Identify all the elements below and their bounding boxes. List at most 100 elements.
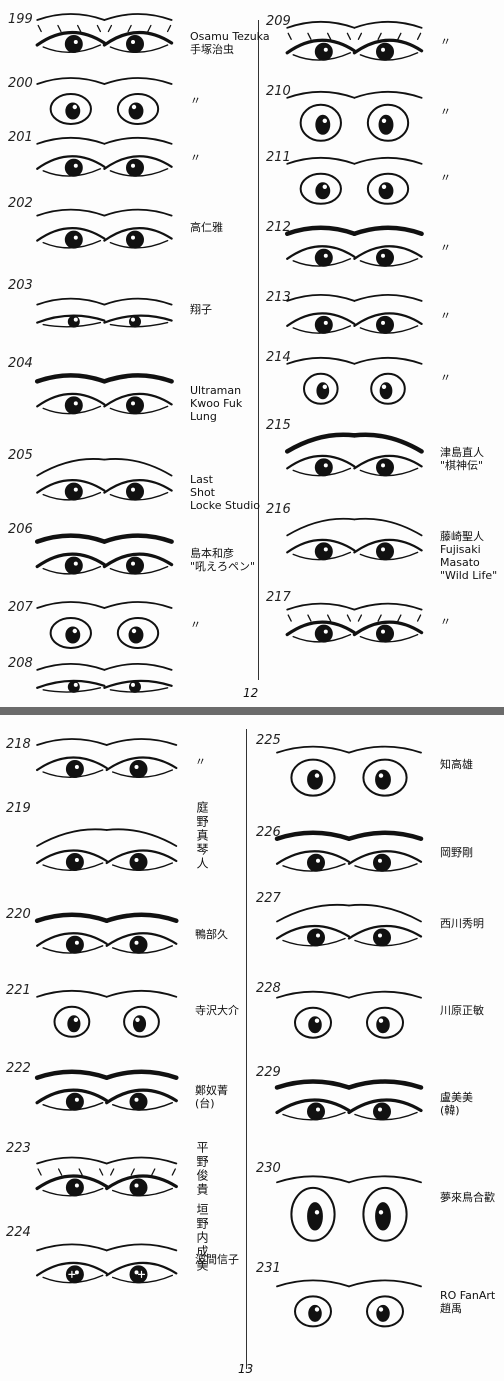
eye-sketch-pair xyxy=(36,208,173,249)
sketch-number: 213 xyxy=(266,290,291,305)
right-eye-icon xyxy=(105,828,178,871)
right-eye-icon xyxy=(103,136,173,177)
right-eye-icon xyxy=(103,663,173,693)
page-separator xyxy=(0,707,504,715)
right-eye-icon xyxy=(347,904,423,947)
left-eye-icon xyxy=(276,745,350,797)
right-eye-icon xyxy=(352,225,424,267)
left-eye-icon xyxy=(286,517,356,561)
artist-credit: 夢來鳥合歡 xyxy=(440,1190,495,1204)
eye-sketch-pair xyxy=(285,20,424,61)
left-eye-icon xyxy=(34,1069,109,1111)
right-eye-icon xyxy=(353,517,423,561)
sketch-number: 230 xyxy=(256,1161,281,1176)
right-eye-icon xyxy=(103,458,173,501)
right-eye-icon xyxy=(348,1279,422,1328)
column-divider xyxy=(258,20,259,680)
left-eye-icon xyxy=(36,297,106,328)
left-eye-icon xyxy=(286,294,356,334)
sketch-number: 212 xyxy=(266,220,291,235)
left-eye-icon xyxy=(284,225,357,267)
eye-sketch-pair xyxy=(36,738,178,778)
artist-credit: Ultraman Kwoo Fuk Lung xyxy=(190,384,243,423)
artist-credit: 津島直人 "棋神伝" xyxy=(440,446,484,472)
sketch-number: 224 xyxy=(6,1225,31,1240)
eye-sketch-pair xyxy=(36,297,173,328)
left-eye-icon xyxy=(36,77,106,125)
artist-credit: 鴨部久 xyxy=(195,928,228,941)
eye-sketch-pair xyxy=(36,458,173,501)
sketch-number: 221 xyxy=(6,983,31,998)
artist-credit: 〃 xyxy=(440,105,451,118)
sketch-number: 207 xyxy=(8,600,33,615)
eye-sketch-pair xyxy=(286,156,423,205)
sketch-number: 210 xyxy=(266,84,291,99)
sketch-number: 227 xyxy=(256,891,281,906)
left-eye-icon xyxy=(274,830,352,872)
left-eye-icon xyxy=(36,208,106,249)
eye-sketch-pair xyxy=(276,990,422,1039)
left-eye-icon xyxy=(36,601,106,649)
left-eye-icon xyxy=(34,912,109,954)
eye-sketch-pair xyxy=(274,830,424,872)
left-eye-icon xyxy=(276,1279,350,1328)
artist-credit: 〃 xyxy=(440,614,451,628)
eye-sketch-pair xyxy=(34,533,174,575)
sketch-number: 228 xyxy=(256,981,281,996)
artist-credit: 盧美美 (韓) xyxy=(440,1091,473,1118)
left-eye-icon xyxy=(36,663,106,693)
sketch-number: 211 xyxy=(266,150,291,165)
right-eye-icon xyxy=(105,1156,178,1197)
left-eye-icon xyxy=(35,1156,109,1197)
eye-sketch-pair xyxy=(36,77,173,125)
eye-sketch-pair xyxy=(36,136,173,177)
eye-sketch-pair xyxy=(286,90,423,142)
eye-sketch-pair xyxy=(36,601,173,649)
artist-credit: Last Shot Locke Studio xyxy=(190,472,260,512)
right-eye-icon xyxy=(105,989,178,1038)
artist-credit: RO FanArt 趙禹 xyxy=(440,1289,496,1315)
left-eye-icon xyxy=(284,432,357,477)
right-eye-icon xyxy=(353,356,423,405)
right-eye-icon xyxy=(353,156,423,205)
right-eye-icon xyxy=(348,990,422,1039)
left-eye-icon xyxy=(36,738,108,778)
sketch-number: 203 xyxy=(8,278,33,293)
page-number-12: 12 xyxy=(243,686,259,700)
artist-credit: 平野俊貴 垣野内成美 xyxy=(195,1141,209,1273)
right-eye-icon xyxy=(103,601,173,649)
left-eye-icon xyxy=(286,356,356,405)
left-eye-icon xyxy=(36,828,108,871)
sketch-number: 229 xyxy=(256,1065,281,1080)
right-eye-icon xyxy=(346,830,424,872)
left-eye-icon xyxy=(36,136,106,177)
sketch-number: 223 xyxy=(6,1141,31,1156)
left-eye-icon xyxy=(275,904,351,947)
eye-sketch-pair xyxy=(274,1079,424,1121)
artist-credit: 川原正敏 xyxy=(440,1003,484,1017)
left-eye-icon xyxy=(285,20,356,61)
right-eye-icon xyxy=(353,90,423,142)
eye-sketch-pair xyxy=(34,1069,179,1111)
right-eye-icon xyxy=(102,533,174,575)
left-eye-icon xyxy=(274,1079,352,1121)
artist-credit: 岡野剛 xyxy=(440,846,473,859)
left-eye-icon xyxy=(276,1175,350,1242)
eye-sketch-pair xyxy=(36,989,178,1038)
sketch-number: 225 xyxy=(256,733,281,748)
left-eye-icon xyxy=(34,373,107,415)
eye-sketch-pair xyxy=(35,13,174,53)
right-eye-icon xyxy=(352,20,424,61)
artist-credit: 庭野真琴人 xyxy=(195,801,209,871)
sketch-number: 226 xyxy=(256,825,281,840)
sketch-number: 218 xyxy=(6,737,31,752)
right-eye-icon xyxy=(346,1079,424,1121)
column-divider xyxy=(246,729,247,1369)
left-eye-icon xyxy=(286,156,356,205)
right-eye-icon xyxy=(352,432,424,477)
sketch-number: 200 xyxy=(8,76,33,91)
right-eye-icon xyxy=(102,13,174,53)
left-eye-icon xyxy=(276,990,350,1039)
sketch-number: 209 xyxy=(266,14,291,29)
